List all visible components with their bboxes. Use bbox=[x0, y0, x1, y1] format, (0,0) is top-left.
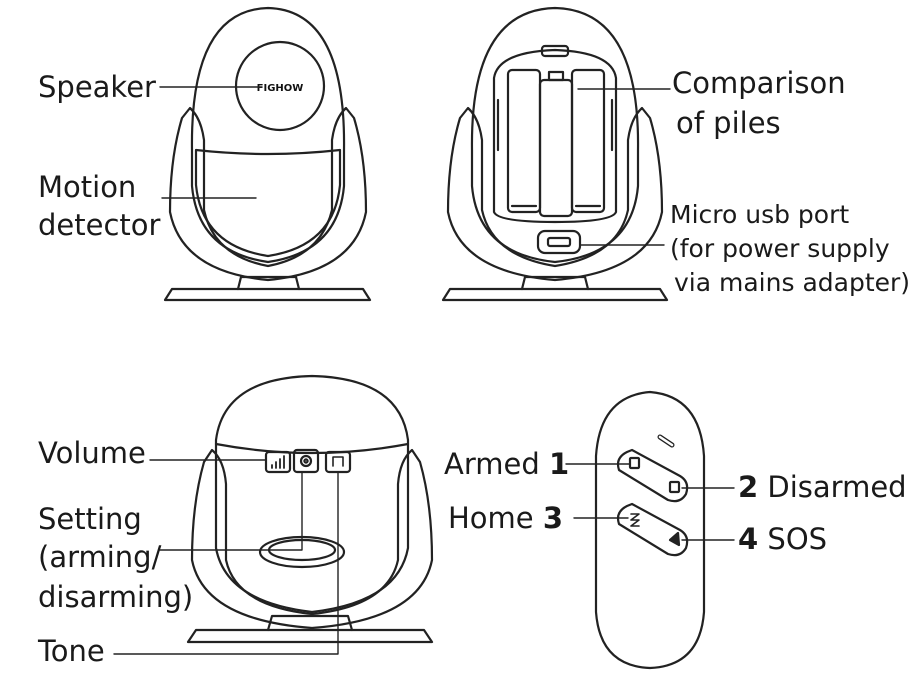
label-setting-line3: disarming) bbox=[38, 580, 194, 614]
label-usb-line2: (for power supply bbox=[670, 234, 890, 263]
label-motion-line2: detector bbox=[38, 208, 161, 242]
remote-label-disarmed: 2 Disarmed bbox=[738, 470, 907, 504]
motion-detector-window bbox=[194, 148, 342, 258]
usb-port-opening bbox=[546, 236, 572, 248]
tone-button bbox=[324, 450, 352, 474]
remote-label-sos: 4 SOS bbox=[738, 522, 827, 556]
remote-home-number: 3 bbox=[542, 501, 564, 535]
tone-icon bbox=[332, 456, 344, 467]
usb-port-housing bbox=[536, 229, 582, 255]
remote-control bbox=[565, 390, 735, 670]
remote-home-text: Home bbox=[448, 501, 534, 535]
label-motion-line1: Motion bbox=[38, 170, 137, 204]
remote-pill-upper bbox=[616, 448, 689, 503]
label-volume: Volume bbox=[38, 436, 146, 470]
label-setting-line1: Setting bbox=[38, 502, 142, 536]
home-button-icon bbox=[630, 513, 640, 527]
sensor-front-body bbox=[190, 6, 346, 264]
remote-label-home: Home 3 bbox=[448, 501, 563, 535]
battery-cell bbox=[506, 68, 542, 214]
speaker-grille bbox=[234, 40, 326, 132]
battery-cell bbox=[538, 78, 574, 218]
battery-cell bbox=[570, 68, 606, 214]
label-tone: Tone bbox=[38, 634, 105, 668]
armed-button-icon bbox=[628, 456, 641, 470]
leader-setting bbox=[159, 471, 303, 551]
leader-tone bbox=[113, 471, 339, 655]
label-piles-line2: of piles bbox=[676, 106, 781, 140]
sensor-front-view: FIGHOW bbox=[159, 6, 372, 302]
sensor-back-view bbox=[441, 6, 671, 302]
remote-sos-text: SOS bbox=[767, 522, 828, 556]
remote-armed-number: 1 bbox=[548, 447, 570, 481]
sensor-back-base bbox=[441, 287, 669, 302]
sos-button-icon bbox=[668, 531, 681, 547]
label-usb-line3: via mains adapter) bbox=[674, 268, 911, 297]
brand-logo: FIGHOW bbox=[257, 83, 304, 94]
sensor-top-base bbox=[186, 628, 434, 644]
sensor-top-view bbox=[113, 374, 434, 655]
sensor-top-body bbox=[214, 374, 410, 614]
battery-compartment bbox=[492, 48, 618, 224]
remote-pill-lower bbox=[616, 502, 689, 557]
gear-icon bbox=[299, 454, 313, 468]
sensor-back-cradle bbox=[446, 106, 664, 282]
label-usb-line1: Micro usb port bbox=[670, 200, 850, 229]
setting-button bbox=[292, 448, 320, 474]
label-setting-line2: (arming/ bbox=[38, 540, 162, 574]
remote-disarmed-number: 2 bbox=[738, 470, 759, 504]
label-speaker: Speaker bbox=[38, 70, 156, 104]
sensor-front-base bbox=[163, 287, 372, 302]
disarmed-button-icon bbox=[668, 480, 681, 494]
label-piles-line1: Comparison bbox=[672, 66, 846, 100]
remote-label-armed: Armed 1 bbox=[444, 447, 569, 481]
remote-disarmed-text: Disarmed bbox=[767, 470, 907, 504]
sensor-top-cradle bbox=[190, 448, 434, 630]
remote-armed-text: Armed bbox=[444, 447, 540, 481]
volume-button bbox=[264, 450, 292, 474]
sensor-back-body bbox=[470, 6, 640, 264]
sensor-front-cradle bbox=[168, 106, 368, 282]
remote-body bbox=[594, 390, 706, 670]
remote-sos-number: 4 bbox=[738, 522, 759, 556]
